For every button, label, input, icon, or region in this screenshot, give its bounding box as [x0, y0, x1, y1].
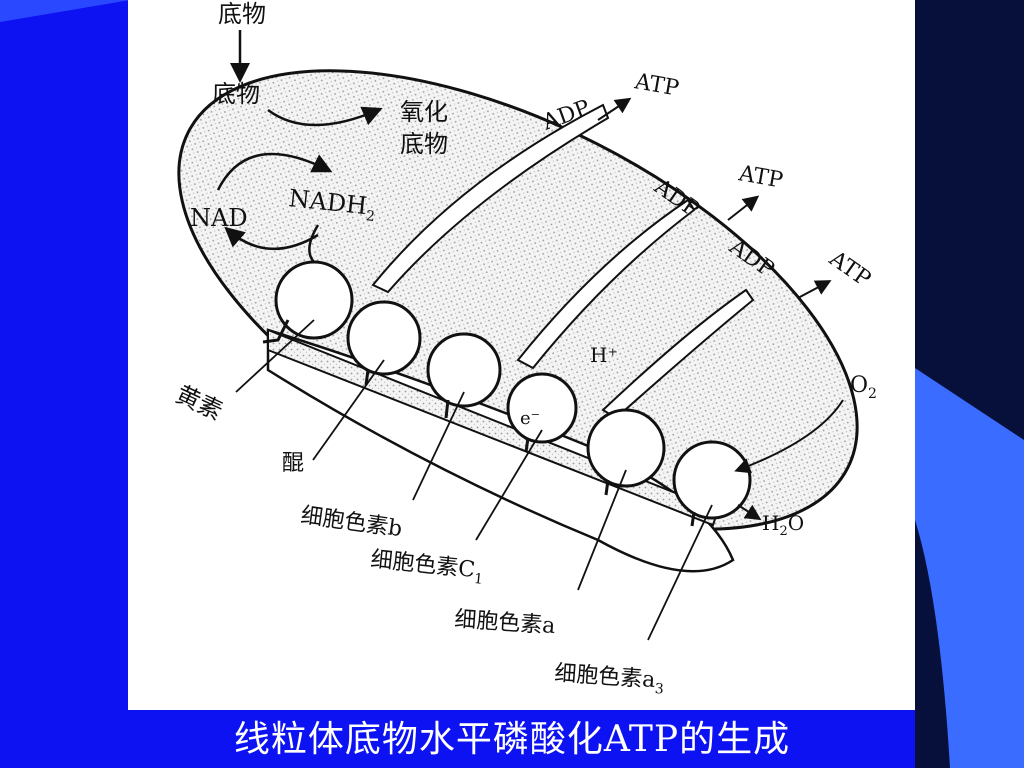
- label-quinone: 醌: [282, 451, 304, 476]
- corner-accent: [0, 0, 130, 22]
- label-cyt-a3: 细胞色素a3: [553, 661, 665, 698]
- label-atp-1: ATP: [632, 69, 681, 101]
- h2o-arrow: [737, 504, 762, 521]
- crista-3: [601, 288, 755, 420]
- label-nad: NAD: [190, 204, 248, 232]
- adp-atp-arrow-2: [727, 195, 760, 221]
- leader-cyt-b: [412, 391, 465, 501]
- complex-cyt-c1: [506, 372, 578, 453]
- right-light-shape: [915, 368, 1024, 768]
- label-substrate: 底物: [212, 80, 260, 108]
- label-oxidized-substrate: 氧化 底物: [400, 98, 448, 158]
- adp-atp-arrow-1: [597, 97, 632, 121]
- crista-2: [516, 198, 696, 370]
- label-h-plus: H⁺: [590, 343, 618, 367]
- label-h2o: H2O: [762, 511, 804, 539]
- complex-quinone: [346, 300, 422, 386]
- label-flavin: 黄素: [171, 380, 226, 426]
- diagram-frame: 底物 底物 氧化 底物 NAD NADH2 ADP ATP ADP ATP AD…: [128, 0, 915, 710]
- nadh-to-flavin-arrow: [308, 224, 320, 263]
- leader-cyt-a3: [647, 504, 713, 641]
- adp-atp-arrow-3: [797, 280, 832, 299]
- label-cyt-a: 细胞色素a: [454, 607, 557, 639]
- svg-text:底物: 底物: [400, 130, 448, 158]
- leader-cyt-c1: [475, 429, 543, 541]
- mitochondria-diagram: 底物 底物 氧化 底物 NAD NADH2 ADP ATP ADP ATP AD…: [171, 0, 877, 698]
- slide-caption: 线粒体底物水平磷酸化ATP的生成: [233, 719, 791, 760]
- label-o2: O2: [850, 373, 877, 402]
- leader-cyt-a: [577, 469, 627, 591]
- complex-cyt-a: [586, 408, 666, 496]
- nad-cycle-arrow-top: [216, 152, 333, 191]
- oxidation-arrow: [267, 106, 383, 127]
- label-cyt-c1: 细胞色素C1: [369, 547, 485, 588]
- label-atp-3: ATP: [824, 246, 875, 292]
- complex-flavin: [262, 260, 354, 344]
- leader-flavin: [235, 319, 315, 393]
- nad-cycle-arrow-bottom: [224, 226, 319, 251]
- svg-text:氧化: 氧化: [400, 98, 448, 126]
- label-substrate-top: 底物: [218, 0, 266, 28]
- label-e-minus: e⁻: [520, 408, 540, 429]
- leader-quinone: [312, 359, 385, 461]
- complex-cyt-b: [426, 332, 502, 419]
- label-atp-2: ATP: [736, 161, 785, 193]
- complex-cyt-a3: [672, 440, 752, 527]
- o2-arrow: [734, 399, 844, 474]
- crista-1: [371, 103, 610, 294]
- label-cyt-b: 细胞色素b: [299, 503, 404, 542]
